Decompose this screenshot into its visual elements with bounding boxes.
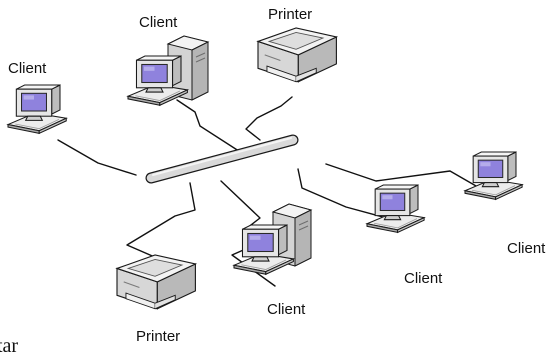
computer-icon [127, 35, 210, 106]
cable-printer-top [245, 96, 293, 141]
printer-icon [116, 254, 196, 310]
computer-icon [464, 151, 523, 200]
node-label-client-bottom: Client [267, 301, 306, 318]
computer-icon [233, 203, 313, 275]
node-label-printer-top: Printer [268, 6, 312, 23]
cable-printer-bottom [126, 182, 196, 269]
computer-icon [366, 184, 425, 233]
node-label-client-left: Client [8, 60, 47, 77]
node-label-client-right: Client [507, 240, 546, 257]
printer-icon [257, 27, 337, 83]
cable-client-right [325, 163, 484, 191]
node-label-client-mid-right: Client [404, 270, 443, 287]
stray-text: tar [0, 335, 18, 353]
node-label-printer-bottom: Printer [136, 328, 180, 345]
cable-client-left [57, 139, 137, 176]
cable-client-top [176, 99, 246, 156]
computer-icon [7, 84, 67, 134]
node-label-client-top: Client [139, 14, 178, 31]
bus-cable [145, 134, 299, 184]
